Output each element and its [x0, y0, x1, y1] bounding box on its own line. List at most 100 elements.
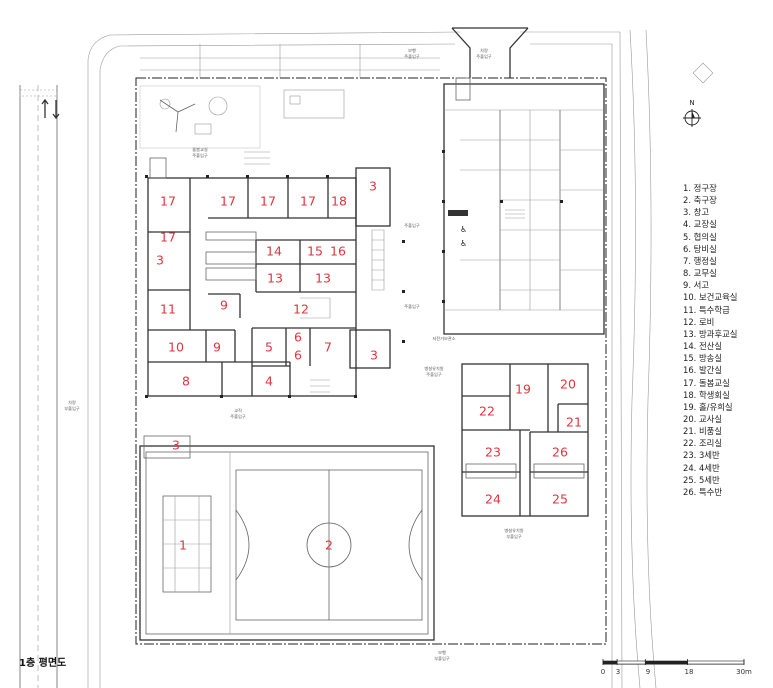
- north-label: N: [689, 99, 694, 107]
- legend-item: 24. 4세반: [683, 462, 720, 473]
- room-number: 20: [560, 377, 576, 392]
- legend-item: 13. 방과후교실: [683, 328, 738, 339]
- legend-item: 18. 학생회실: [683, 389, 730, 400]
- scale-bar: 0 3 9 18 30m: [601, 659, 752, 676]
- room-number: 2: [325, 538, 333, 553]
- entrance-label: 보행: [408, 47, 416, 53]
- entrance-label: 부출입구: [434, 655, 450, 662]
- legend-item: 20. 교사실: [683, 413, 723, 424]
- legend-item: 8. 교무실: [683, 268, 717, 279]
- legend-item: 4. 교장실: [683, 219, 717, 230]
- entrance-label: 병설유치원: [424, 365, 443, 372]
- entrance-label: 주출입구: [192, 152, 208, 159]
- svg-text:♿: ♿: [460, 239, 467, 248]
- room-number: 15: [307, 244, 323, 259]
- room-number: 7: [324, 340, 332, 355]
- room-labels: 17 17 17 17 18 3 17 3 14 15 16 13 13 11 …: [156, 179, 582, 553]
- room-number: 22: [479, 404, 495, 419]
- room-number: 17: [260, 194, 276, 209]
- legend-item: 16. 발간실: [683, 365, 723, 376]
- bicycle-parking-label: 자전거보관소: [432, 335, 455, 342]
- legend-item: 19. 홀/유희실: [683, 401, 733, 412]
- sports-hall: [139, 435, 435, 641]
- entrance-label: 차량: [480, 47, 488, 54]
- room-number: 21: [566, 415, 582, 430]
- room-number: 6: [294, 348, 302, 363]
- legend-item: 26. 특수반: [683, 486, 723, 497]
- scale-segment: [644, 660, 688, 665]
- legend-item: 1. 정구장: [683, 183, 717, 193]
- entrance-label: 주출입구: [404, 222, 420, 229]
- scale-segment: [602, 660, 618, 665]
- structural-columns: [145, 150, 563, 398]
- legend-item: 7. 행정실: [683, 255, 717, 266]
- room-number: 26: [552, 445, 568, 460]
- entrance-label: 주출입구: [426, 371, 442, 378]
- room-number: 3: [370, 348, 378, 363]
- room-legend: 1. 정구장 2. 축구장 3. 창고 4. 교장실 5. 협의실 6. 탕비실…: [683, 182, 771, 498]
- entrance-label: 차량: [68, 399, 76, 406]
- entrance-label: 보행: [438, 649, 446, 655]
- entrance-label: 돌봄교실: [192, 146, 208, 152]
- entrance-label: 주출입구: [476, 53, 492, 60]
- room-number: 13: [267, 271, 283, 286]
- room-number: 3: [172, 438, 180, 453]
- entrance-label: 주출입구: [230, 413, 246, 420]
- kindergarten-building: [461, 363, 589, 517]
- legend-item: 10. 보건교육실: [683, 292, 738, 303]
- room-number: 17: [160, 194, 176, 209]
- room-number: 25: [552, 492, 568, 507]
- legend-item: 9. 서고: [683, 280, 710, 291]
- room-number: 1: [179, 538, 187, 553]
- entrance-labels: 보행 주출입구 차량 주출입구 돌봄교실 주출입구 주출입구 주출입구 차량 부…: [64, 47, 523, 662]
- legend-item: 3. 창고: [683, 207, 710, 218]
- scale-tick-label: 3: [616, 668, 620, 676]
- room-number: 6: [294, 330, 302, 345]
- room-number: 17: [160, 230, 176, 245]
- left-road: [19, 85, 60, 688]
- legend-item: 15. 방송실: [683, 353, 723, 364]
- svg-text:♿: ♿: [460, 225, 467, 234]
- room-number: 9: [213, 340, 221, 355]
- room-number: 9: [220, 298, 228, 313]
- entrance-label: 주출입구: [404, 53, 420, 60]
- scale-segment: [616, 660, 646, 665]
- legend-item: 5. 협의실: [683, 231, 717, 242]
- room-number: 3: [156, 253, 164, 268]
- scale-tick-label: 0: [601, 668, 605, 676]
- legend-item: 2. 축구장: [683, 195, 717, 206]
- drawing-title: 1층 평면도: [19, 658, 67, 669]
- site-context: [87, 29, 714, 688]
- legend-item: 11. 특수학급: [683, 304, 730, 315]
- room-number: 11: [160, 302, 176, 317]
- room-number: 19: [515, 382, 531, 397]
- legend-item: 17. 돌봄교실: [683, 377, 730, 388]
- room-number: 14: [266, 244, 282, 259]
- scale-tick-label: 30m: [736, 668, 752, 676]
- legend-item: 22. 조리실: [683, 438, 723, 449]
- room-number: 10: [168, 340, 184, 355]
- room-number: 13: [315, 271, 331, 286]
- legend-item: 6. 탕비실: [683, 243, 717, 254]
- legend-item: 12. 로비: [683, 316, 715, 327]
- room-number: 4: [265, 374, 273, 389]
- scale-tick-label: 18: [685, 668, 694, 676]
- north-arrow: N: [683, 99, 701, 127]
- entrance-label: 부출입구: [64, 405, 80, 412]
- vehicle-gate: [451, 27, 529, 78]
- scale-segment: [687, 660, 745, 665]
- scale-tick-label: 9: [646, 668, 650, 676]
- entrance-label: 주출입구: [404, 303, 420, 310]
- room-number: 5: [265, 340, 273, 355]
- room-number: 18: [331, 194, 347, 209]
- entrance-label: 병설유치원: [504, 527, 523, 534]
- room-number: 3: [369, 179, 377, 194]
- legend-item: 21. 비품실: [683, 426, 723, 437]
- main-building: [147, 151, 391, 397]
- room-number: 12: [293, 302, 309, 317]
- playground: [139, 85, 345, 149]
- legend-item: 23. 3세반: [683, 450, 720, 461]
- room-number: 24: [485, 492, 501, 507]
- legend-item: 25. 5세반: [683, 474, 720, 485]
